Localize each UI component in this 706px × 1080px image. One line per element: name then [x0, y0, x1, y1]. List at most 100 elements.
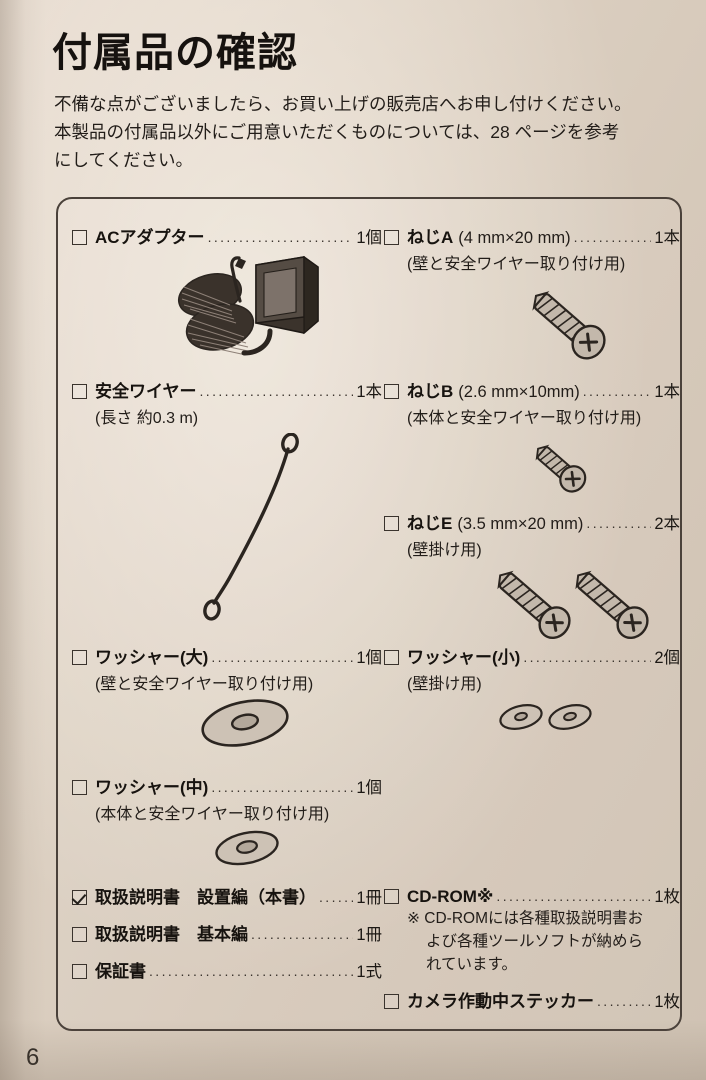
- checkbox-safety-wire[interactable]: [72, 384, 87, 399]
- checkbox-ac-adapter[interactable]: [72, 230, 87, 245]
- accessories-checklist-box: ACアダプター ................................…: [56, 197, 682, 1031]
- leader-dots: ........................................…: [207, 229, 354, 245]
- item-name: ねじE: [407, 514, 453, 533]
- item-sublabel: (長さ 約0.3 m): [95, 410, 199, 427]
- checkbox-washer-small[interactable]: [384, 650, 399, 665]
- checkbox-screw-a[interactable]: [384, 230, 399, 245]
- item-qty: 1本: [654, 229, 680, 247]
- item-qty: 1本: [356, 383, 382, 401]
- footnote-line-2: よび各種ツールソフトが納めら: [426, 933, 644, 950]
- list-item-ac-adapter[interactable]: ACアダプター ................................…: [72, 223, 382, 248]
- washer-medium-illustration: [202, 823, 292, 873]
- intro-line-2: 本製品の付属品以外にご用意いただくものについては、28 ページを参考: [54, 122, 620, 142]
- list-item-manual-setup[interactable]: 取扱説明書 設置編（本書） ..........................…: [72, 883, 382, 908]
- intro-paragraph: 不備な点がございましたら、お買い上げの販売店へお申し付けください。 本製品の付属…: [54, 90, 670, 174]
- item-name: ワッシャー(大): [95, 648, 209, 667]
- item-name: CD-ROM※: [407, 887, 494, 906]
- list-item-camera-sticker[interactable]: カメラ作動中ステッカー ............................…: [384, 987, 680, 1012]
- item-qty: 1枚: [654, 888, 680, 906]
- checkbox-screw-e[interactable]: [384, 516, 399, 531]
- safety-wire-illustration: [200, 433, 320, 623]
- list-item-screw-b[interactable]: ねじB (2.6 mm×10mm) ......................…: [384, 377, 680, 428]
- item-size: (2.6 mm×10mm): [458, 383, 580, 401]
- checklist-row[interactable]: ワッシャー(大) ...............................…: [72, 643, 382, 668]
- checklist-row[interactable]: ACアダプター ................................…: [72, 223, 382, 248]
- page-number: 6: [26, 1044, 40, 1071]
- item-qty: 1式: [356, 963, 382, 981]
- list-item-cd-rom[interactable]: CD-ROM※ ................................…: [384, 883, 680, 976]
- leader-dots: ........................................…: [199, 383, 354, 399]
- checklist-row[interactable]: 安全ワイヤー .................................…: [72, 377, 382, 402]
- screw-e-pair-illustration: [474, 557, 664, 657]
- checkbox-cd-rom[interactable]: [384, 889, 399, 904]
- checkbox-camera-sticker[interactable]: [384, 994, 399, 1009]
- leader-dots: ........................................…: [211, 779, 353, 795]
- list-item-washer-medium[interactable]: ワッシャー(中) ...............................…: [72, 773, 382, 824]
- item-name: ねじB: [407, 382, 454, 401]
- item-name: ワッシャー(中): [95, 778, 209, 797]
- cd-rom-footnote: ※ CD-ROMには各種取扱説明書お よび各種ツールソフトが納めら れています。: [407, 907, 680, 976]
- item-name: ワッシャー(小): [407, 648, 521, 667]
- checklist-row[interactable]: 取扱説明書 基本編 ..............................…: [72, 920, 382, 945]
- item-name: 安全ワイヤー: [95, 382, 197, 401]
- checkbox-manual-setup[interactable]: [72, 890, 87, 905]
- footnote-line-3: れています。: [426, 956, 517, 973]
- leader-dots: ........................................…: [496, 888, 651, 904]
- item-name: ねじA: [407, 228, 454, 247]
- item-sublabel: (壁掛け用): [407, 676, 482, 693]
- item-qty: 1個: [356, 779, 382, 797]
- item-qty: 2本: [654, 515, 680, 533]
- checkbox-washer-medium[interactable]: [72, 780, 87, 795]
- checklist-row[interactable]: カメラ作動中ステッカー ............................…: [384, 987, 680, 1012]
- footnote-line-1: ※ CD-ROMには各種取扱説明書お: [407, 910, 644, 927]
- intro-line-3: にしてください。: [54, 150, 193, 170]
- checkbox-warranty[interactable]: [72, 964, 87, 979]
- list-item-warranty[interactable]: 保証書 ....................................…: [72, 957, 382, 982]
- leader-dots: ........................................…: [582, 383, 652, 399]
- checklist-row[interactable]: 保証書 ....................................…: [72, 957, 382, 982]
- checklist-row[interactable]: 取扱説明書 設置編（本書） ..........................…: [72, 883, 382, 908]
- item-name: 取扱説明書 基本編: [95, 925, 248, 944]
- item-qty: 1冊: [356, 889, 382, 907]
- list-item-manual-basic[interactable]: 取扱説明書 基本編 ..............................…: [72, 920, 382, 945]
- leader-dots: ........................................…: [319, 889, 353, 905]
- leader-dots: ........................................…: [251, 926, 353, 942]
- list-item-safety-wire[interactable]: 安全ワイヤー .................................…: [72, 377, 382, 428]
- checklist-right-column: ねじA (4 mm×20 mm) .......................…: [384, 205, 680, 1035]
- item-name: 保証書: [95, 962, 146, 981]
- list-item-screw-a[interactable]: ねじA (4 mm×20 mm) .......................…: [384, 223, 680, 274]
- checkbox-manual-basic[interactable]: [72, 927, 87, 942]
- washer-small-pair-illustration: [494, 695, 604, 739]
- item-qty: 1個: [356, 649, 382, 667]
- checklist-row[interactable]: ねじB (2.6 mm×10mm) ......................…: [384, 377, 680, 402]
- checkbox-washer-large[interactable]: [72, 650, 87, 665]
- checklist-row[interactable]: ワッシャー(小) ...............................…: [384, 643, 680, 668]
- item-name: カメラ作動中ステッカー: [407, 992, 594, 1011]
- item-name: 取扱説明書 設置編（本書）: [95, 888, 316, 907]
- list-item-washer-large[interactable]: ワッシャー(大) ...............................…: [72, 643, 382, 694]
- checklist-row[interactable]: CD-ROM※ ................................…: [384, 883, 680, 907]
- leader-dots: ........................................…: [211, 649, 353, 665]
- checklist-row[interactable]: ねじA (4 mm×20 mm) .......................…: [384, 223, 680, 248]
- checklist-row[interactable]: ねじE (3.5 mm×20 mm) .....................…: [384, 509, 680, 534]
- leader-dots: ........................................…: [597, 993, 651, 1009]
- washer-large-illustration: [190, 693, 300, 753]
- item-sublabel: (壁掛け用): [407, 542, 482, 559]
- item-qty: 1本: [654, 383, 680, 401]
- list-item-screw-e[interactable]: ねじE (3.5 mm×20 mm) .....................…: [384, 509, 680, 560]
- leader-dots: ........................................…: [586, 515, 651, 531]
- checklist-row[interactable]: ワッシャー(中) ...............................…: [72, 773, 382, 798]
- checklist-left-column: ACアダプター ................................…: [72, 205, 382, 1035]
- leader-dots: ........................................…: [149, 963, 353, 979]
- leader-dots: ........................................…: [573, 229, 652, 245]
- checkbox-screw-b[interactable]: [384, 384, 399, 399]
- item-qty: 2個: [654, 649, 680, 667]
- item-qty: 1冊: [356, 926, 382, 944]
- leader-dots: ........................................…: [523, 649, 652, 665]
- list-item-washer-small[interactable]: ワッシャー(小) ...............................…: [384, 643, 680, 694]
- item-qty: 1個: [356, 229, 382, 247]
- page-title: 付属品の確認: [52, 31, 298, 75]
- item-size: (4 mm×20 mm): [458, 229, 571, 247]
